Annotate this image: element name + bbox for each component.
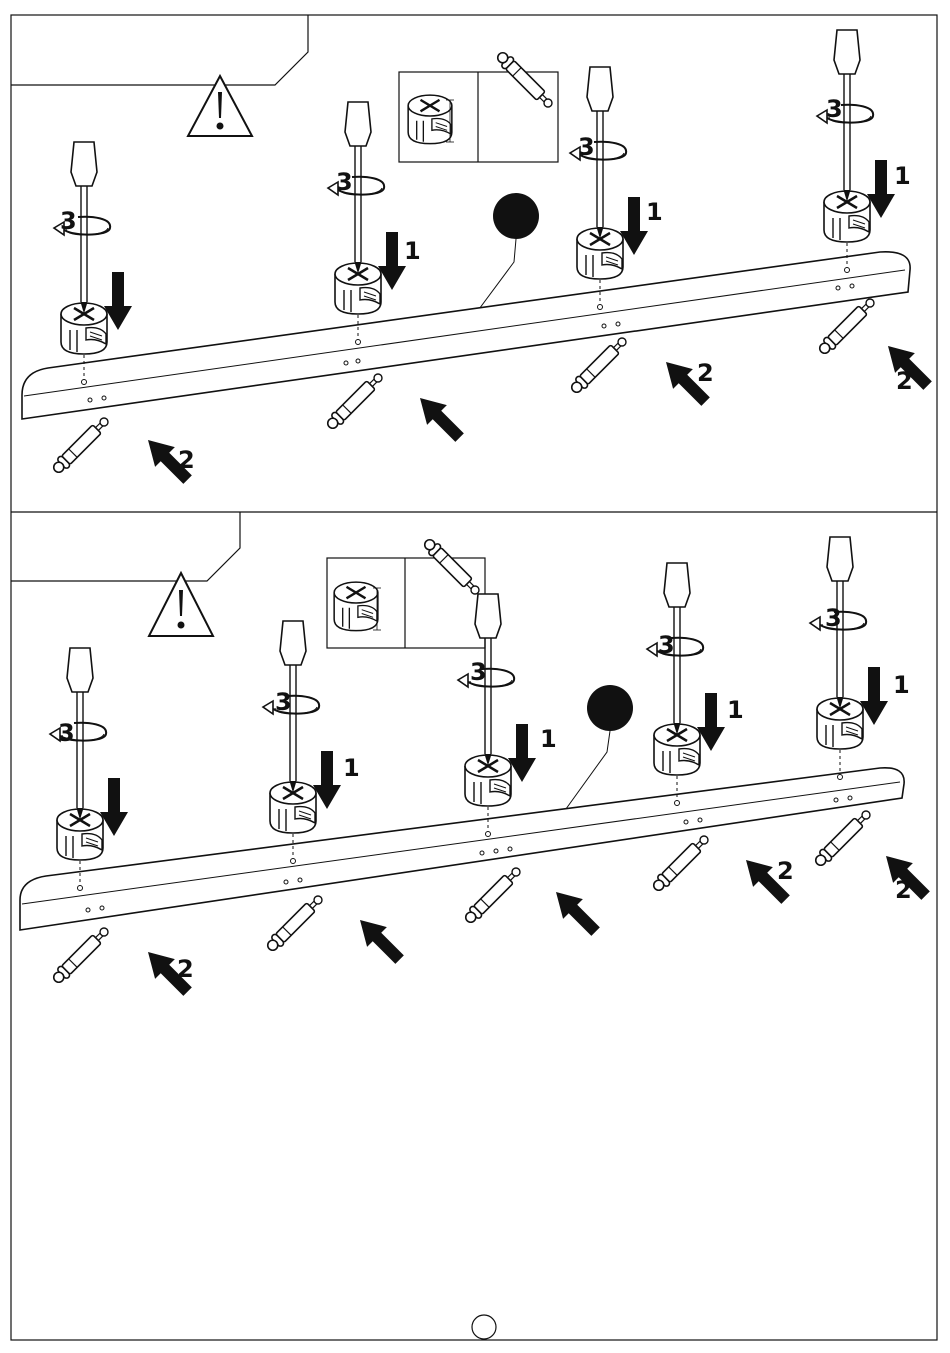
step-label-1: 1 (343, 754, 360, 782)
cam-bolt (650, 832, 712, 894)
cam-bolt (324, 370, 386, 432)
board-panel (20, 768, 904, 930)
step-label-1: 1 (894, 162, 911, 190)
step-label-3: 3 (826, 95, 843, 123)
cam-lock-icon (334, 582, 378, 630)
cam-bolt (50, 414, 112, 476)
hardware-legend-box (399, 49, 558, 162)
cam-station (810, 537, 888, 780)
step-label-3: 3 (275, 688, 292, 716)
cam-station (570, 67, 648, 310)
bottom-panel: 3 3 3 3 3 1 1 1 1 2 2 2 (11, 512, 935, 1001)
hardware-legend-box (327, 536, 485, 648)
page-number-circle (472, 1315, 496, 1339)
cam-bolt (462, 864, 524, 926)
step-label-1: 1 (540, 725, 557, 753)
step-label-1: 1 (646, 198, 663, 226)
step-label-2: 2 (697, 359, 714, 387)
step-label-3: 3 (58, 719, 75, 747)
warning-triangle-icon (149, 573, 213, 636)
cam-bolt (264, 892, 326, 954)
step-label-2: 2 (896, 367, 913, 395)
step-label-2: 2 (895, 876, 912, 904)
step-label-3: 3 (658, 631, 675, 659)
cam-station (50, 648, 128, 891)
push-arrow (546, 882, 605, 941)
step-header-tab (11, 15, 308, 85)
cam-lock-icon (408, 95, 452, 143)
cam-station (647, 563, 725, 806)
push-arrow (410, 388, 469, 447)
step-label-2: 2 (777, 857, 794, 885)
step-label-2: 2 (177, 955, 194, 983)
cam-bolt (50, 924, 112, 986)
top-panel: 3 3 3 3 1 1 1 2 2 2 (11, 15, 937, 489)
step-label-3: 3 (825, 604, 842, 632)
step-label-3: 3 (336, 168, 353, 196)
cam-station (54, 142, 132, 385)
step-label-1: 1 (727, 696, 744, 724)
step-header-tab (11, 512, 240, 581)
step-label-3: 3 (578, 133, 595, 161)
cam-station (263, 621, 341, 864)
cam-station (817, 30, 895, 273)
step-label-2: 2 (178, 446, 195, 474)
step-label-3: 3 (60, 207, 77, 235)
part-marker-icon (558, 685, 633, 820)
cam-bolt (812, 807, 874, 869)
push-arrow (350, 910, 409, 969)
board-panel (22, 252, 910, 419)
step-label-3: 3 (470, 658, 487, 686)
cam-bolt (568, 334, 630, 396)
step-label-1: 1 (893, 671, 910, 699)
cam-station (328, 102, 406, 345)
step-label-1: 1 (404, 237, 421, 265)
